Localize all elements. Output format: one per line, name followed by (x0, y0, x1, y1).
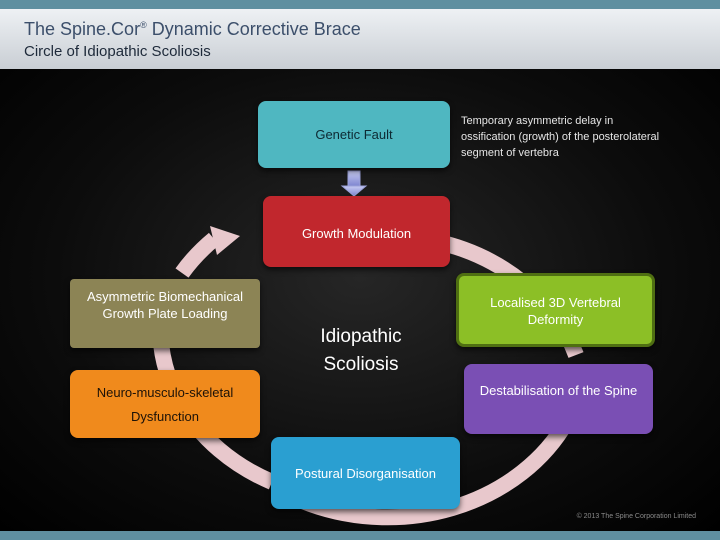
genetic-fault-label: Genetic Fault (315, 127, 393, 142)
center-label: Idiopathic Scoliosis (320, 326, 402, 375)
bottom-accent-strip (0, 531, 720, 540)
neuro-dysfunction-label: Neuro-musculo-skeletal Dysfunction (96, 385, 234, 424)
slide-header: The Spine.Cor® Dynamic Corrective Brace … (0, 9, 720, 69)
localised-deformity-box: Localised 3D Vertebral Deformity (456, 273, 655, 347)
neuro-dysfunction-box: Neuro-musculo-skeletal Dysfunction (70, 370, 260, 438)
title-rest: Dynamic Corrective Brace (146, 19, 361, 39)
copyright-notice: © 2013 The Spine Corporation Limited (576, 513, 696, 520)
down-arrow-icon (340, 170, 368, 197)
registered-mark: ® (140, 20, 147, 30)
growth-modulation-box: Growth Modulation (263, 196, 450, 267)
destabilisation-box: Destabilisation of the Spine (464, 364, 653, 434)
title-main: The Spine.Cor (24, 19, 141, 39)
asymmetric-loading-box: Asymmetric Biomechanical Growth Plate Lo… (70, 279, 260, 348)
slide-title: The Spine.Cor® Dynamic Corrective Brace (24, 19, 361, 40)
postural-disorganisation-label: Postural Disorganisation (295, 466, 436, 481)
growth-modulation-label: Growth Modulation (301, 226, 412, 241)
genetic-fault-box: Genetic Fault (258, 101, 450, 168)
top-accent-strip (0, 0, 720, 9)
postural-disorganisation-box: Postural Disorganisation (271, 437, 460, 509)
destabilisation-label: Destabilisation of the Spine (479, 383, 638, 398)
ossification-note: Temporary asymmetric delay in ossificati… (461, 115, 660, 159)
ring-arrowhead (210, 226, 240, 255)
localised-deformity-label: Localised 3D Vertebral Deformity (490, 295, 621, 327)
slide-subtitle: Circle of Idiopathic Scoliosis (24, 43, 211, 60)
ring-arc-top-left (175, 232, 220, 278)
asymmetric-loading-label: Asymmetric Biomechanical Growth Plate Lo… (86, 289, 244, 321)
